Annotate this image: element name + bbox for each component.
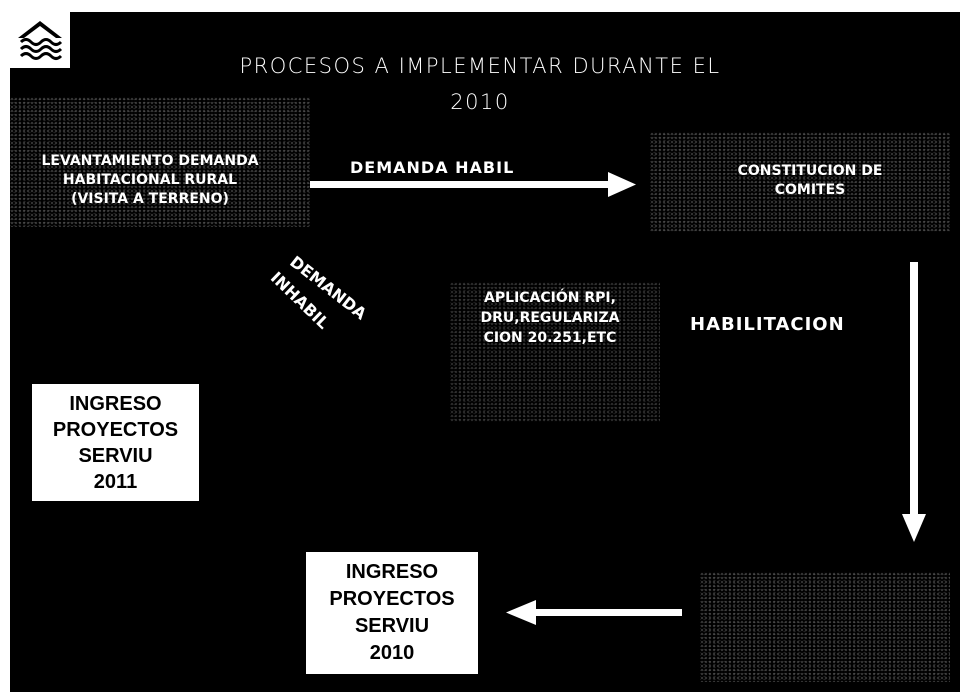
node-aplicacion: APLICACIÓN RPI, DRU,REGULARIZA CION 20.2… <box>450 288 650 348</box>
slide-title: PROCESOS A IMPLEMENTAR DURANTE EL 2010 <box>170 48 790 120</box>
texture-top-right <box>650 132 950 232</box>
ingreso-2011-line-2: PROYECTOS <box>52 418 179 441</box>
constitucion-line-2: COMITES <box>774 182 846 198</box>
arrows <box>310 172 926 625</box>
levantamiento-line-3: (VISITA A TERRENO) <box>71 191 229 207</box>
aplicacion-line-1: APLICACIÓN RPI, <box>484 290 616 306</box>
constitucion-line-1: CONSTITUCION DE <box>737 163 883 179</box>
arrow-habilitacion <box>902 262 926 542</box>
edge-label-demanda-habil: DEMANDA HABIL <box>350 158 515 177</box>
title-line-1: PROCESOS A IMPLEMENTAR DURANTE EL <box>239 54 721 78</box>
ingreso-2011-line-3: SERVIU <box>78 444 153 467</box>
edge-label-habilitacion: HABILITACION <box>690 314 845 335</box>
logo <box>10 12 70 68</box>
waves-house-logo-icon <box>18 21 63 60</box>
box-ingreso-2010: INGRESO PROYECTOS SERVIU 2010 <box>306 552 478 674</box>
arrow-demanda-habil <box>310 172 636 197</box>
box-ingreso-2011: INGRESO PROYECTOS SERVIU 2011 <box>32 384 199 501</box>
texture-top-left <box>10 97 310 227</box>
ingreso-2011-line-4: 2011 <box>93 470 138 493</box>
texture-bottom-right <box>700 572 950 682</box>
node-constitucion: CONSTITUCION DE COMITES <box>700 162 920 200</box>
aplicacion-line-3: CION 20.251,ETC <box>483 330 617 346</box>
slide: PROCESOS A IMPLEMENTAR DURANTE EL 2010 L… <box>10 12 960 692</box>
aplicacion-line-2: DRU,REGULARIZA <box>480 310 620 326</box>
ingreso-2010-line-2: PROYECTOS <box>329 588 455 610</box>
arrow-to-ingreso-2010 <box>506 600 682 625</box>
texture-middle <box>450 282 660 422</box>
levantamiento-line-2: HABITACIONAL RURAL <box>62 172 238 188</box>
ingreso-2010-line-4: 2010 <box>369 642 415 664</box>
node-levantamiento: LEVANTAMIENTO DEMANDA HABITACIONAL RURAL… <box>10 152 290 209</box>
ingreso-2010-line-1: INGRESO <box>345 561 439 583</box>
ingreso-2010-line-3: SERVIU <box>354 615 430 637</box>
levantamiento-line-1: LEVANTAMIENTO DEMANDA <box>41 153 259 169</box>
ingreso-2011-line-1: INGRESO <box>69 392 162 415</box>
title-line-2: 2010 <box>450 90 510 114</box>
